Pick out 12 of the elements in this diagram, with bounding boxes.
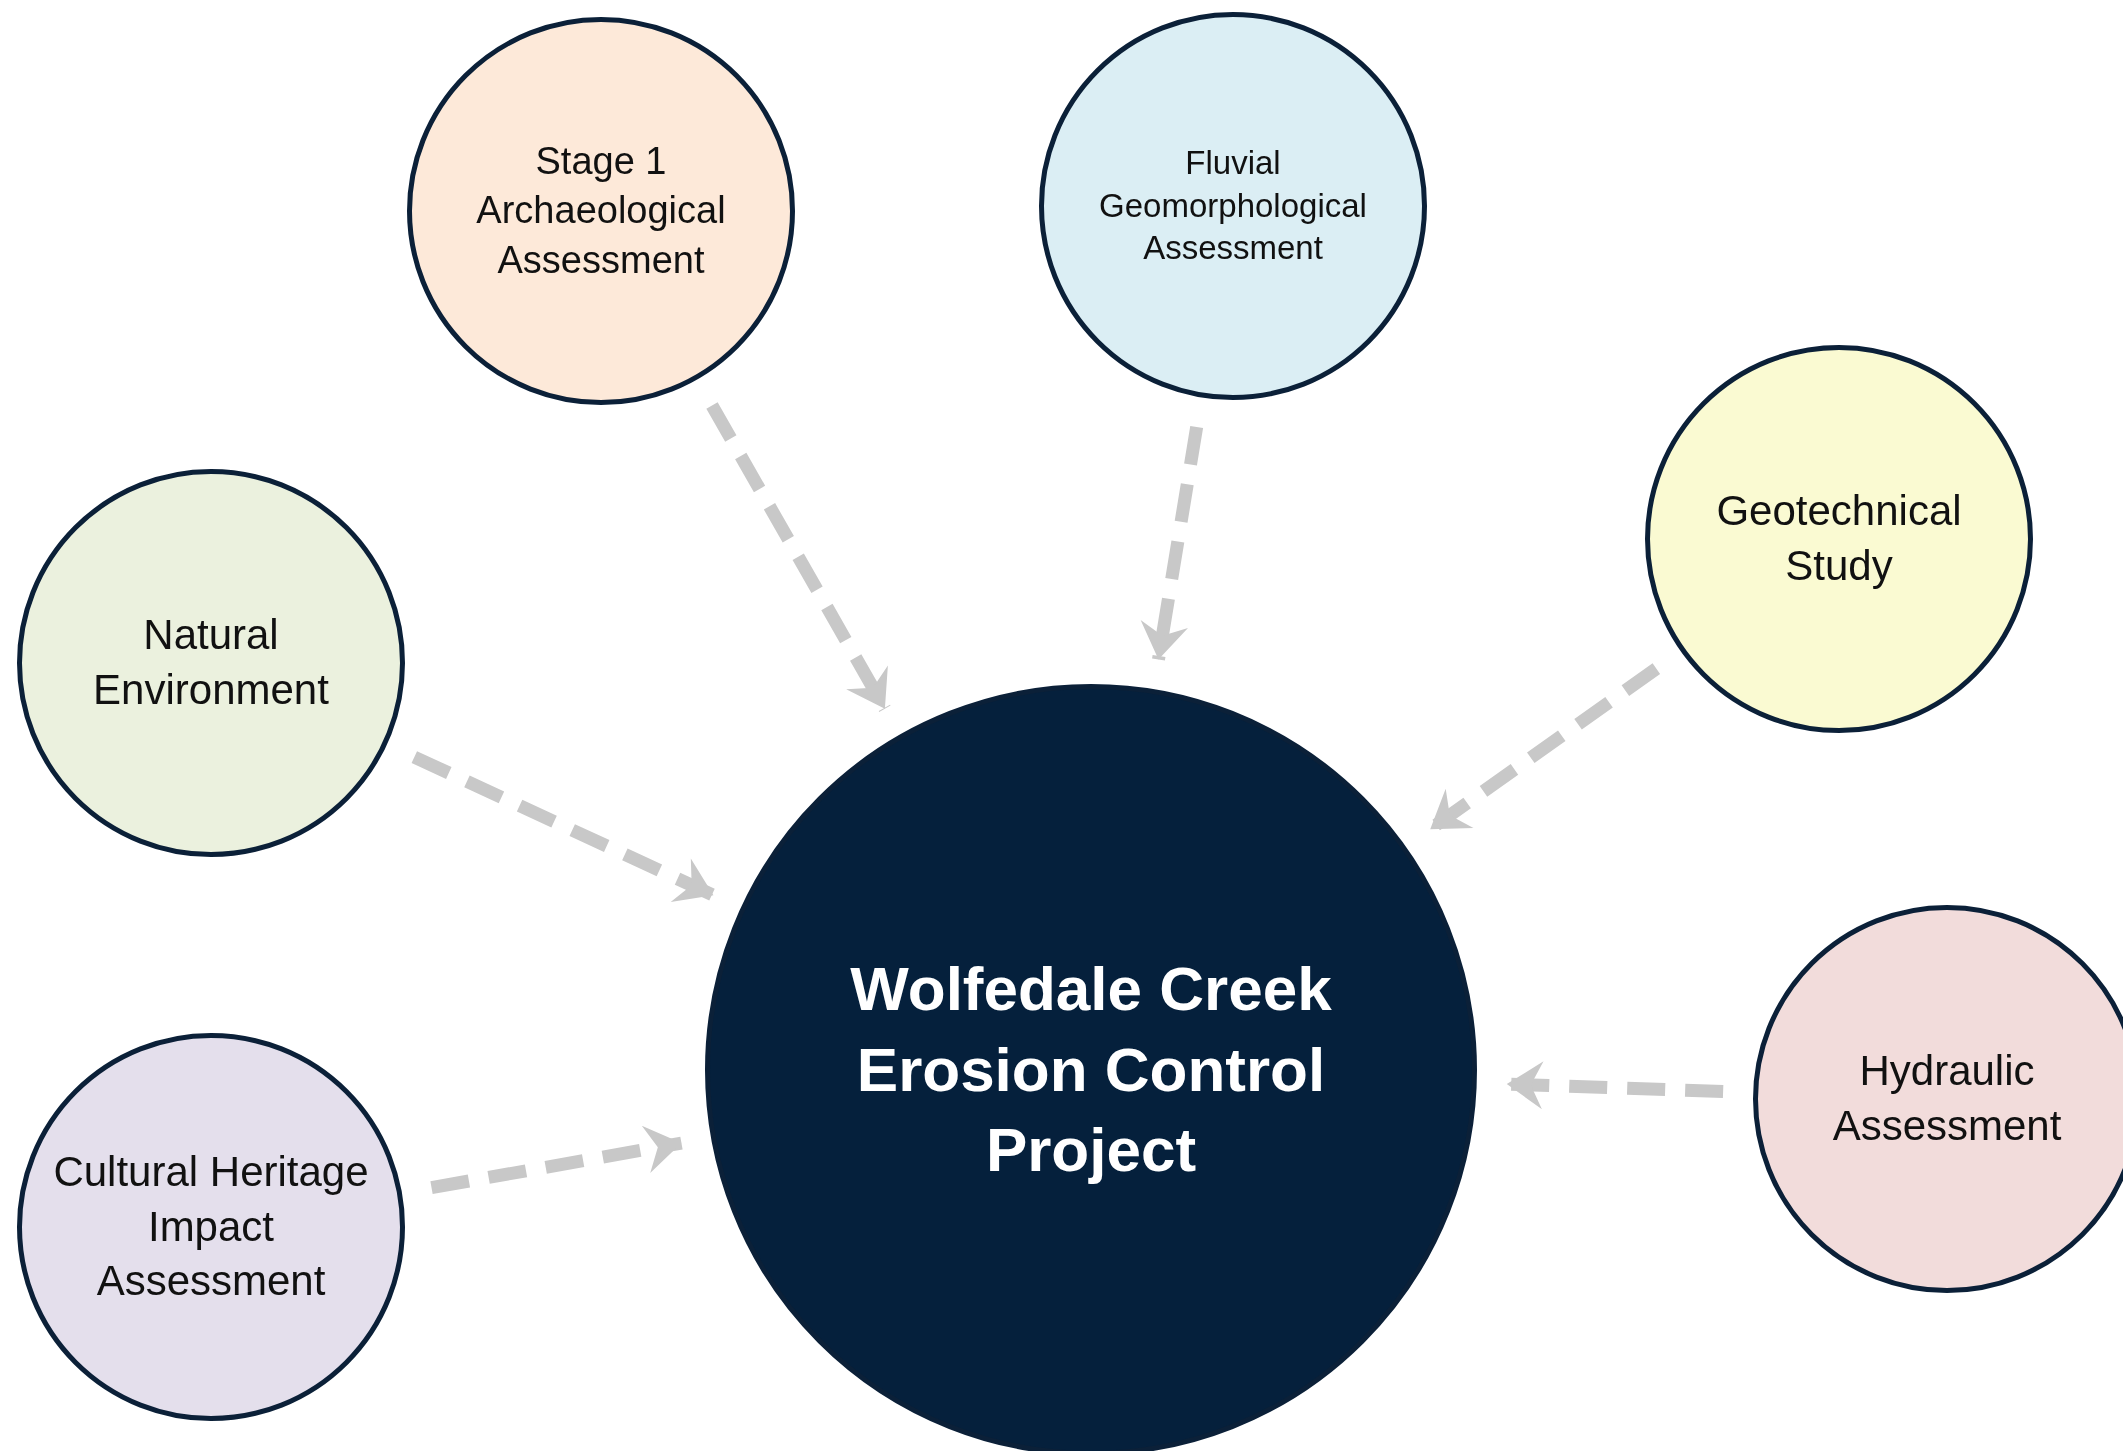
dashed-arrow [1506, 1061, 1724, 1110]
node-label: Natural Environment [92, 610, 330, 715]
node-label: Fluvial Geomorphological Assessment [1098, 142, 1368, 269]
dashed-arrow [411, 751, 717, 903]
node-label: Geotechnical Study [1715, 486, 1963, 591]
node-label: Cultural Heritage Impact Assessment [52, 1147, 370, 1307]
dashed-arrow [1140, 426, 1204, 661]
node-label: Stage 1 Archaeological Assessment [475, 138, 727, 283]
node-label: Hydraulic Assessment [1831, 1046, 2063, 1151]
project-title: Wolfedale Creek Erosion Control Project [849, 953, 1333, 1187]
dashed-arrow [430, 1125, 683, 1195]
dashed-arrow [706, 402, 891, 712]
